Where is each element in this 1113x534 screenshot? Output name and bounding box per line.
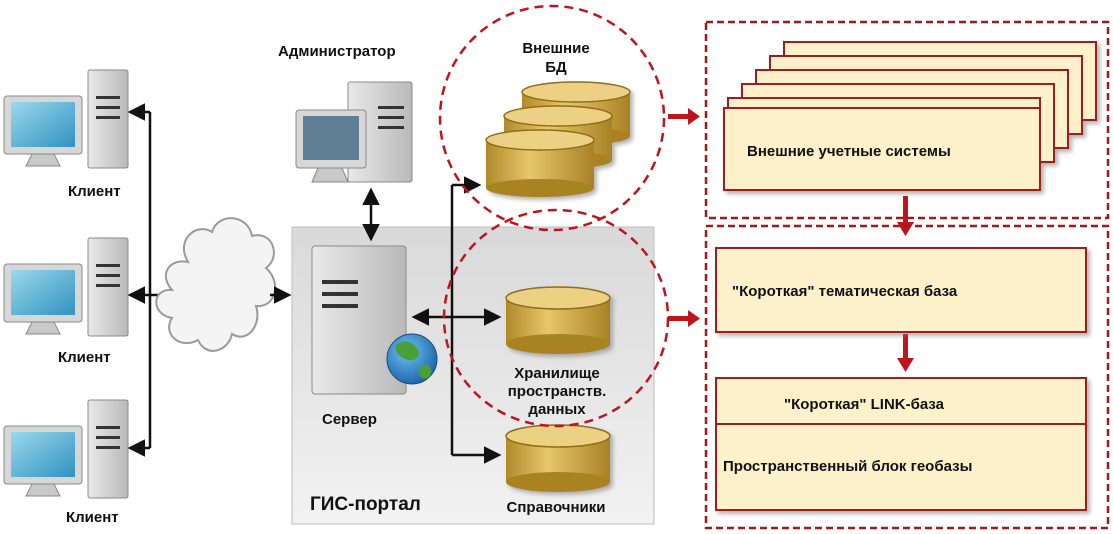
server-database-connectors [411,176,502,464]
spatial-storage-cylinder [505,286,611,354]
geobase-block-label: Пространственный блок геобазы [723,458,972,475]
external-systems-frame [704,20,1110,220]
external-db-cylinders [485,81,631,197]
computer-icon [3,399,129,499]
administrator-computer [295,81,413,183]
directories-cylinder [505,424,611,492]
server-label: Сервер [322,411,377,428]
directories-label: Справочники [507,499,606,516]
thematic-base-label: "Короткая" тематическая база [732,283,958,300]
external-db-label-line2: БД [545,59,567,76]
server-tower [311,245,407,395]
network-cloud-icon [155,217,276,352]
external-systems-stack [723,41,1097,191]
client-label: Клиент [58,349,111,366]
link-base-label: "Короткая" LINK-база [784,396,945,413]
client-label: Клиент [66,509,119,526]
external-db-highlight [438,4,666,232]
client-computer-bottom: Клиент [3,399,129,526]
client-computer-middle: Клиент [3,237,129,366]
external-systems-label: Внешние учетные системы [747,143,951,160]
computer-icon [295,81,413,183]
gis-portal-label: ГИС-портал [310,494,421,515]
portal-bases-frame [704,224,1110,530]
database-cylinder-icon [485,129,595,197]
thematic-base-box [715,247,1087,333]
administrator-label: Администратор [278,43,396,60]
computer-icon [3,237,129,337]
client-bus-connector [127,103,163,457]
storage-label-line1: Хранилище [514,365,600,382]
right-dashed-frames [704,20,1110,530]
storage-label-line2: пространств. [508,383,607,400]
client-computer-top: Клиент [3,69,129,200]
storage-label-line3: данных [528,401,586,418]
client-label: Клиент [68,183,121,200]
external-db-label-line1: Внешние [522,40,589,57]
computer-icon [3,69,129,169]
globe-icon [386,333,438,385]
link-base-box [715,377,1087,511]
